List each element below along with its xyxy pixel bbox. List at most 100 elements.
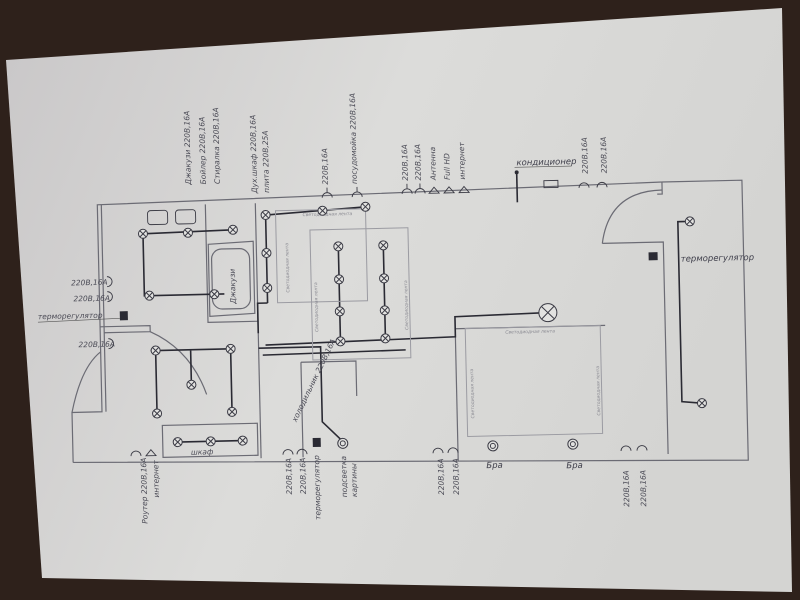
walls (71, 179, 749, 464)
label-boiler: Бойлер 220В,16А (197, 117, 208, 185)
label-stove: плита 220В,25А (261, 130, 271, 193)
label-socket: 220В,16А (298, 458, 308, 495)
socket-icon (447, 447, 459, 453)
wall-lamp-icon (567, 438, 579, 450)
label-socket: 220В,16А (73, 294, 110, 304)
led-tape-label: Светодиодная лента (403, 280, 410, 330)
lamp-icon (150, 345, 161, 356)
lamp-icon (237, 435, 248, 446)
bath-label: Джакузи (228, 269, 238, 305)
led-tape-label: Светодиодная лента (284, 243, 291, 293)
label-socket: 220В,16А (400, 144, 410, 181)
label-antenna: Антенна (428, 146, 438, 181)
lamp-icon (262, 283, 273, 294)
chandelier-icon (538, 303, 558, 323)
lamp-icon (260, 210, 271, 221)
socket-icon (401, 183, 413, 194)
lamp-icon (227, 224, 238, 235)
label-socket: 220В,16А (580, 137, 590, 174)
label-full-hd: Full HD (442, 153, 452, 180)
label-socket: 220В,16А (320, 148, 330, 185)
label-oven: Дух.шкаф 220В,16А (248, 115, 259, 195)
label-socket: 220В,16А (71, 278, 108, 288)
lamp-icon (380, 333, 391, 344)
socket-icon (282, 449, 294, 455)
lamp-icon (227, 406, 238, 417)
socket-icon (351, 186, 363, 198)
lamp-icon (333, 241, 344, 252)
led-tape-label: Светодиодная лента (303, 211, 353, 218)
label-socket: 220В,16А (451, 458, 461, 495)
led-tape-label: Светодиодная лента (505, 328, 555, 335)
socket-icon (578, 182, 590, 188)
lamp-icon (209, 289, 220, 300)
bottom-labels: Роутер 220В,16А интернет 220В,16А 220В,1… (139, 455, 648, 524)
lamp-icon (378, 240, 389, 251)
label-wall-lamp: Бра (486, 461, 503, 471)
socket-icon (106, 276, 113, 288)
wall-lamp-icon (487, 440, 499, 452)
label-thermostat-left: терморегулятор (38, 311, 103, 321)
socket-icon (108, 338, 114, 350)
left-labels: 220В,16А 220В,16А терморегулятор 220В,16… (38, 278, 120, 349)
label-conditioner: кондиционер (516, 157, 576, 168)
lamp-icon (379, 305, 390, 316)
lamp-icon (684, 216, 695, 227)
lamp-icon (152, 408, 163, 419)
lamp-icon (172, 437, 183, 448)
label-socket: 220В,16А (599, 137, 609, 174)
label-jacuzzi: Джакузи 220В,16А (182, 111, 193, 186)
lamp-icon (225, 343, 236, 354)
lamp-icon (182, 227, 193, 238)
socket-icon (636, 445, 648, 451)
socket-icon (620, 445, 632, 452)
socket-icon (321, 187, 333, 198)
lamp-icon (317, 205, 328, 216)
label-socket: 220В,16А (436, 458, 446, 495)
lamp-icon (205, 436, 216, 447)
label-socket: 220В,16А (284, 458, 294, 495)
lamp-icon (334, 274, 345, 285)
socket-icon (414, 183, 426, 194)
conditioner-unit-icon (543, 179, 559, 189)
lamp-icon (261, 248, 272, 259)
toilet-icon (147, 209, 169, 226)
label-socket: 220В,16А (413, 144, 423, 181)
led-tape-label: Светодиодная лента (469, 368, 476, 418)
paper-sheet (6, 8, 792, 592)
lamp-icon (335, 336, 346, 347)
led-tape-label: Светодиодная лента (313, 282, 320, 332)
top-labels: Джакузи 220В,16А Бойлер 220В,16А Стиралк… (182, 93, 755, 265)
lamp-icon (696, 398, 707, 409)
hdmi-socket-icon (443, 186, 456, 194)
internet-socket-icon (145, 448, 157, 457)
label-dishwasher: посудомойка 220В,16А (348, 93, 359, 184)
lamp-icon (186, 379, 197, 390)
thermostat-icon (119, 311, 128, 321)
antenna-socket-icon (428, 186, 441, 194)
thermostat-icon (312, 437, 321, 448)
thermostat-icon (648, 252, 658, 261)
label-picture-light-2: картины (349, 463, 359, 497)
label-internet: интернет (457, 141, 467, 179)
label-picture-light: подсветка (339, 455, 349, 497)
label-socket: 220В,16А (78, 339, 115, 349)
label-thermostat-right: терморегулятор (681, 253, 755, 265)
sockets (106, 170, 658, 457)
conditioner-point-icon (514, 170, 519, 175)
picture-light-icon (337, 437, 349, 449)
ceiling-lamps (137, 201, 707, 452)
lamp-icon (334, 306, 345, 317)
socket-icon (130, 450, 142, 457)
lamp-icon (137, 228, 148, 239)
lamp-icon (360, 201, 371, 212)
label-socket: 220В,16А (638, 470, 648, 507)
label-socket: 220В,16А (621, 470, 631, 507)
lamp-icon (144, 290, 155, 301)
label-wardrobe: шкаф (191, 447, 214, 457)
toilet-icon (175, 209, 197, 225)
led-tape-label: Светодиодная лента (595, 366, 602, 416)
bathtub (210, 248, 252, 310)
label-wall-lamp: Бра (566, 461, 583, 471)
